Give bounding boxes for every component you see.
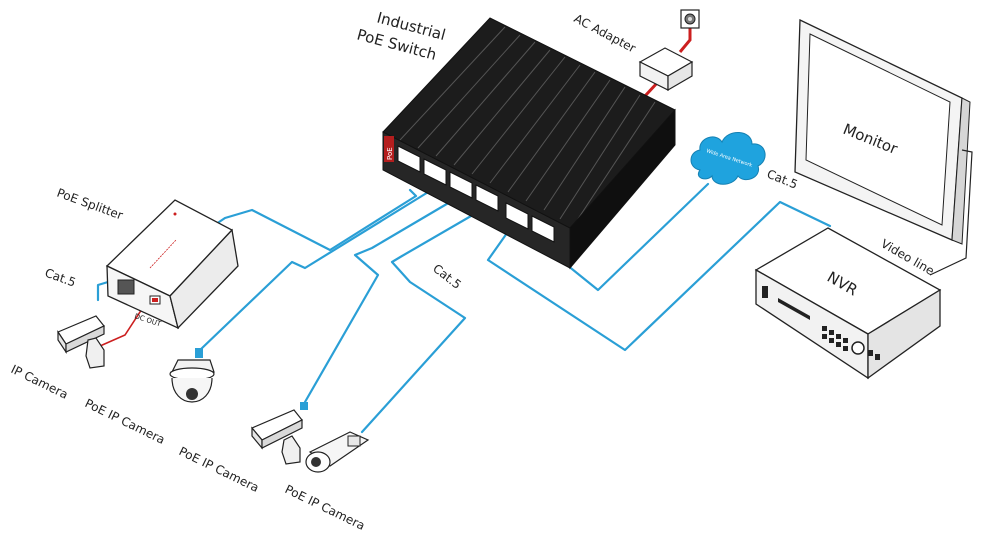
monitor (794, 18, 973, 276)
cable-switch-to-camera2 (303, 193, 464, 404)
poe-switch (382, 17, 676, 270)
poe-ip-camera-label-3: PoE IP Camera (283, 482, 368, 533)
ac-adapter (638, 47, 694, 92)
cable-switch-to-bullet-camera (360, 203, 492, 434)
ip-camera-label: IP Camera (9, 362, 71, 402)
wall-outlet (680, 9, 700, 29)
ac-adapter-label: AC Adapter (572, 11, 638, 55)
cat5-label-middle: Cat.5 (430, 261, 464, 292)
nvr-recorder (754, 227, 942, 380)
ip-camera-icon (57, 315, 105, 369)
power-cable-adapter (678, 28, 692, 53)
cat5-label-left: Cat.5 (43, 266, 78, 290)
bullet-camera-icon (305, 431, 370, 473)
poe-splitter-label: PoE Splitter (55, 186, 125, 223)
wan-cloud-icon (690, 132, 766, 185)
poe-ip-camera-label-2: PoE IP Camera (177, 444, 262, 495)
speed-dome-camera-icon (169, 348, 215, 403)
poe-badge-text: PoE (386, 147, 394, 160)
poe-ip-camera-label-1: PoE IP Camera (83, 396, 168, 447)
cable-splitter-to-switch (96, 188, 418, 302)
poe-splitter (105, 199, 239, 330)
box-camera-icon (251, 402, 308, 465)
